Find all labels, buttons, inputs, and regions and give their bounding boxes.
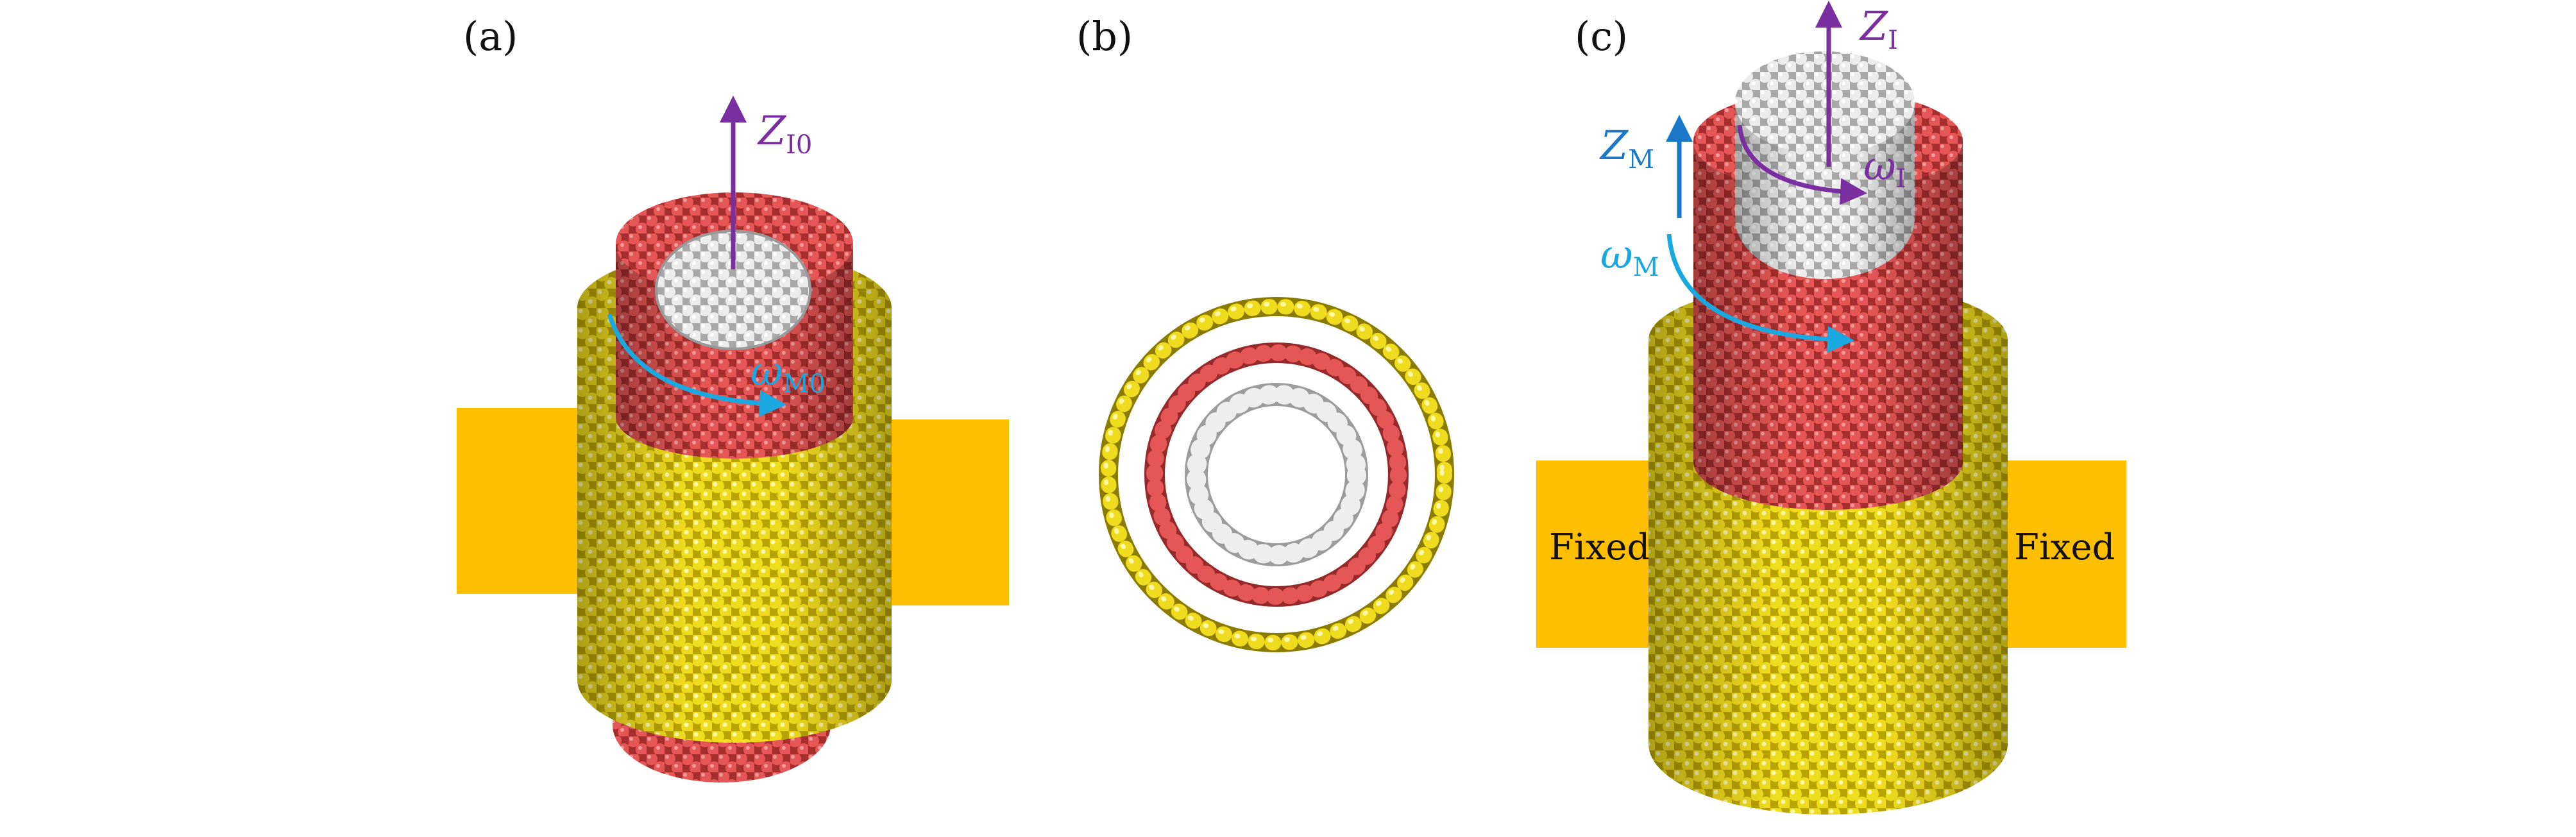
axis-label-zi0: ZI0 <box>757 107 812 160</box>
omega-label-m0: ωM0 <box>750 348 826 399</box>
omega-label-i: ωI <box>1863 142 1906 194</box>
panel-c-label: (c) <box>1575 13 1628 60</box>
fixed-label-left: Fixed <box>1549 527 1650 568</box>
outer-ring-b <box>1099 297 1454 652</box>
rotation-arrow-omega-m <box>1666 233 1854 353</box>
panel-b-label: (b) <box>1076 13 1133 60</box>
panel-a-label: (a) <box>463 13 518 60</box>
inner-ring-b <box>1185 383 1368 566</box>
fixed-block-right-a <box>888 419 1009 605</box>
inner-tube-c <box>1735 51 1915 279</box>
middle-ring-b <box>1144 342 1409 607</box>
fixed-label-right: Fixed <box>2014 527 2115 568</box>
fixed-block-left-c <box>1536 461 1658 648</box>
panel-b: (b) <box>1076 13 1454 652</box>
axis-label-zm: ZM <box>1599 122 1654 174</box>
omega-label-m: ωM <box>1600 231 1659 282</box>
panel-c: (c) Fixed Fixed ZI ωI ZM <box>1536 1 2126 815</box>
panel-a: (a) ZI0 ωM0 <box>457 13 1009 782</box>
fixed-block-right-c <box>2004 461 2126 648</box>
rotation-arrow-omega-m0 <box>607 313 786 417</box>
axis-label-zi: ZI <box>1859 3 1898 55</box>
rotation-arrow-omega-i <box>1737 124 1867 205</box>
fixed-block-left-a <box>457 408 577 594</box>
